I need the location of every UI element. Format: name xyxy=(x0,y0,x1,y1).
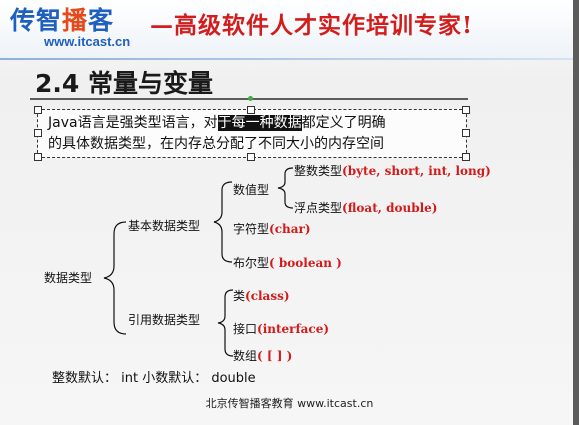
node-numeric: 数值型 xyxy=(233,183,270,197)
resize-handle-br[interactable] xyxy=(462,153,470,161)
brand-logo: 传智播客 xyxy=(10,7,114,35)
node-integer: 整数类型(byte, short, int, long) xyxy=(294,162,491,179)
root-brace xyxy=(103,221,127,335)
resize-handle-tr[interactable] xyxy=(462,106,470,114)
node-reference-types: 引用数据类型 xyxy=(128,313,201,327)
boolean-label: 布尔型 xyxy=(233,256,270,270)
slide-title: 2.4 常量与变量 xyxy=(35,69,213,98)
resize-handle-mr[interactable] xyxy=(462,129,470,137)
char-label: 字符型 xyxy=(233,222,270,236)
definition-text[interactable]: Java语言是强类型语言，对于每一种数据都定义了明确 的具体数据类型，在内存总分… xyxy=(48,113,468,155)
selected-text: 于每一种数据 xyxy=(217,115,302,131)
node-array: 数组( [ ] ) xyxy=(233,347,292,364)
rotate-handle[interactable] xyxy=(248,96,253,101)
class-types: (class) xyxy=(245,289,290,303)
node-interface: 接口(interface) xyxy=(233,320,329,337)
slide-header: 传智播客 www.itcast.cn —高级软件人才实作培训专家! xyxy=(0,0,579,58)
slogan: —高级软件人才实作培训专家! xyxy=(150,12,474,39)
basic-brace xyxy=(213,181,233,263)
integer-types: (byte, short, int, long) xyxy=(342,164,491,178)
defaults-note: 整数默认： int 小数默认： double xyxy=(52,371,256,386)
char-types: (char) xyxy=(269,222,311,236)
resize-handle-ml[interactable] xyxy=(34,129,42,137)
float-label: 浮点类型 xyxy=(294,201,343,215)
header-divider xyxy=(0,58,579,60)
class-label: 类 xyxy=(233,289,246,303)
site-url: www.itcast.cn xyxy=(44,34,131,49)
resize-handle-tl[interactable] xyxy=(34,106,42,114)
float-types: (float, double) xyxy=(342,201,438,215)
definition-line-1-before: Java语言是强类型语言，对 xyxy=(48,115,218,131)
logo-accent: 播 xyxy=(62,6,89,35)
slide-footer: 北京传智播客教育 www.itcast.cn xyxy=(0,395,579,411)
definition-line-1-after: 都定义了明确 xyxy=(301,115,386,131)
resize-handle-bl[interactable] xyxy=(34,153,42,161)
footer-url: www.itcast.cn xyxy=(297,397,374,410)
interface-types: (interface) xyxy=(257,322,330,336)
array-label: 数组 xyxy=(233,349,258,363)
array-types: ( [ ] ) xyxy=(257,349,293,363)
node-class: 类(class) xyxy=(233,287,290,304)
definition-line-2: 的具体数据类型，在内存总分配了不同大小的内存空间 xyxy=(48,136,384,152)
node-boolean: 布尔型( boolean ) xyxy=(233,254,342,271)
integer-label: 整数类型 xyxy=(294,164,343,178)
resize-handle-bm[interactable] xyxy=(247,153,255,161)
window-edge xyxy=(573,0,579,425)
numeric-brace xyxy=(277,167,294,209)
logo-prefix: 传智 xyxy=(10,6,63,35)
node-basic-types: 基本数据类型 xyxy=(128,219,201,233)
logo-suffix: 客 xyxy=(88,6,115,35)
node-data-types: 数据类型 xyxy=(44,271,93,285)
interface-label: 接口 xyxy=(233,322,258,336)
definition-line-1: Java语言是强类型语言，对于每一种数据都定义了明确 xyxy=(48,113,468,134)
node-char: 字符型(char) xyxy=(233,220,311,237)
resize-handle-tm[interactable] xyxy=(247,106,255,114)
boolean-types: ( boolean ) xyxy=(269,256,342,270)
footer-org: 北京传智播客教育 xyxy=(205,397,294,410)
node-float: 浮点类型(float, double) xyxy=(294,199,437,216)
reference-brace xyxy=(217,289,234,357)
